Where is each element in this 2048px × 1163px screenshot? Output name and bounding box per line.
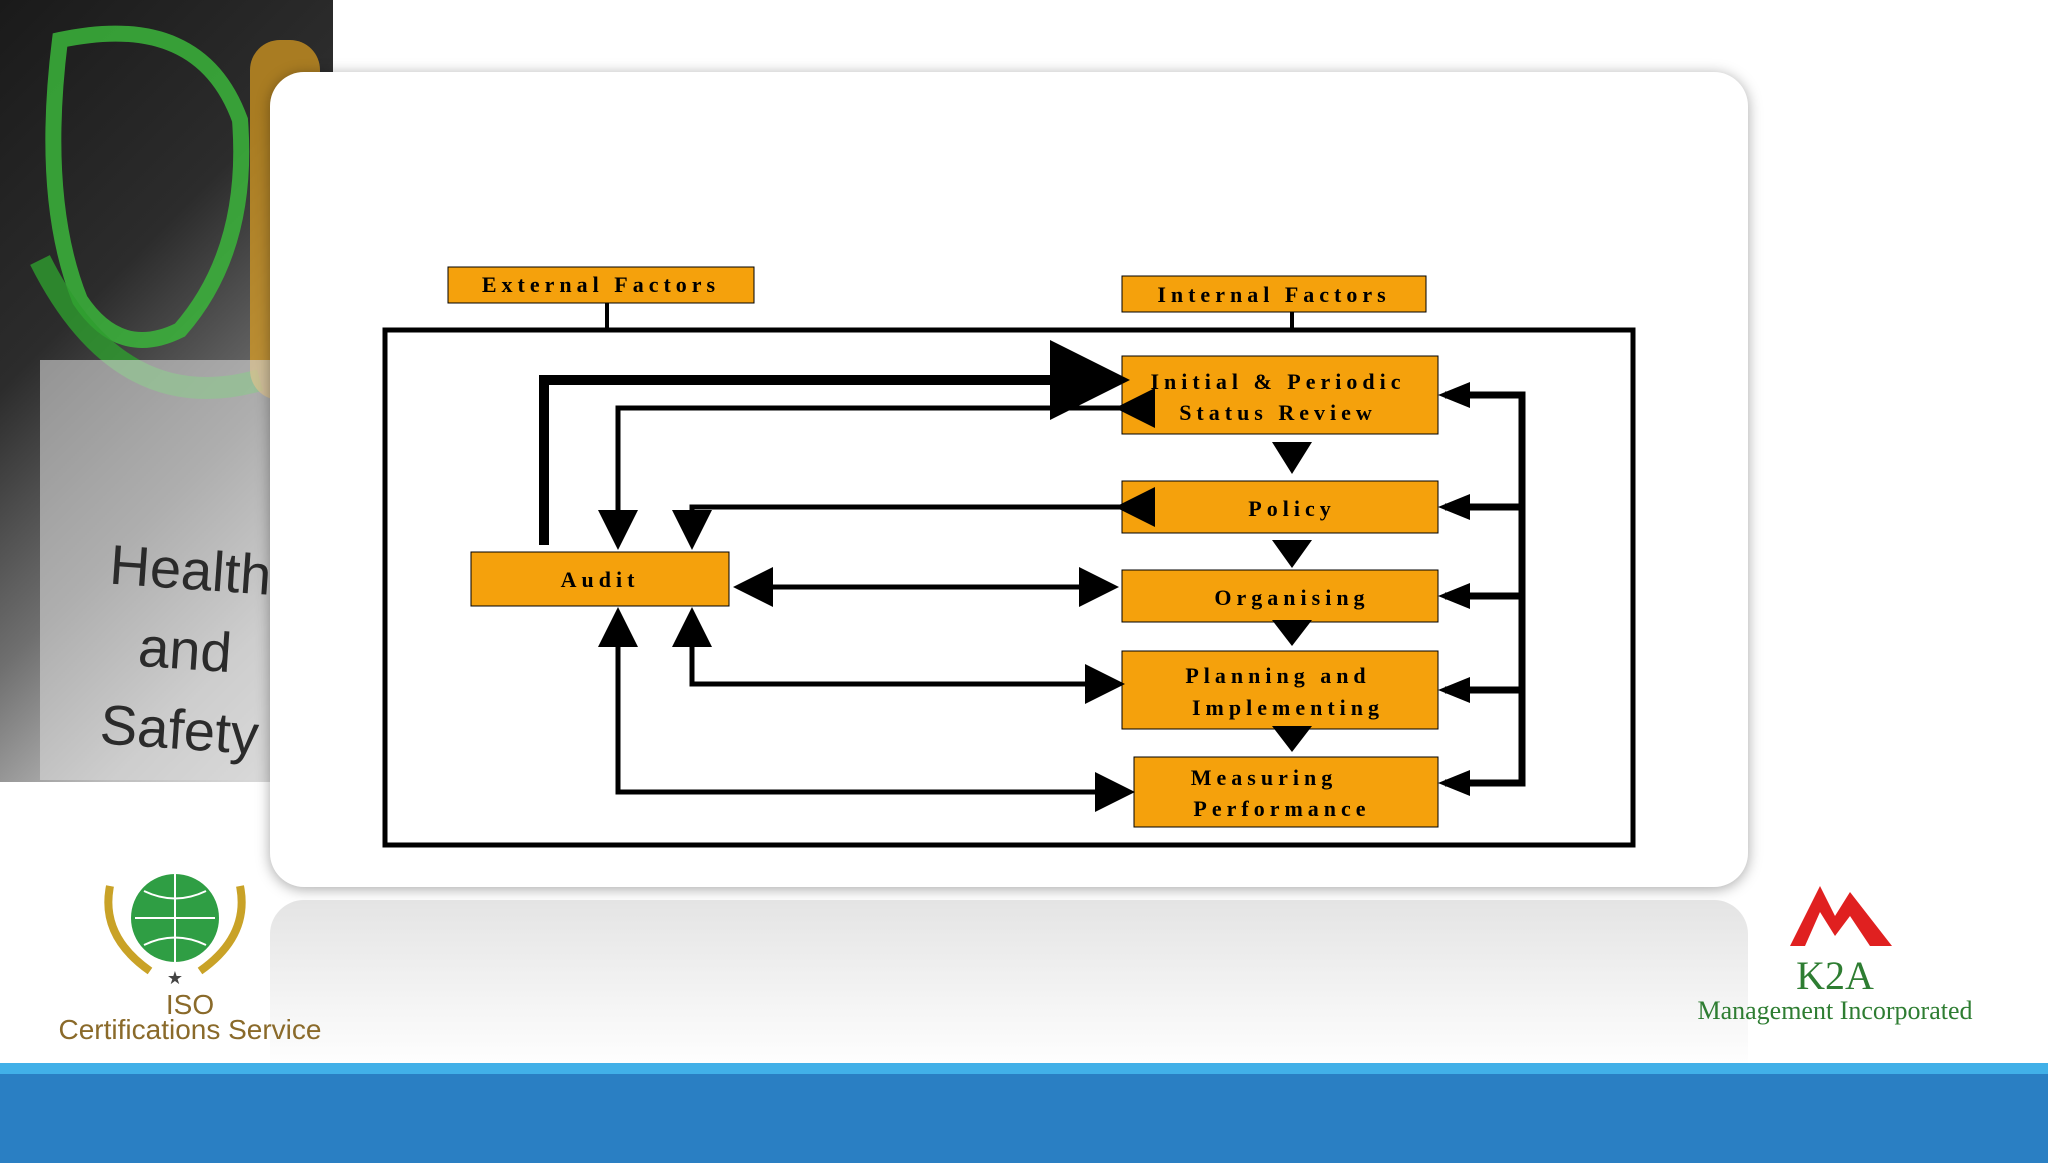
diagram-frame [382, 327, 1636, 848]
initial-review-box: Initial & Periodic Status Review [1121, 355, 1439, 435]
organising-box: Organising [1121, 569, 1439, 623]
iso-title: ISO [165, 989, 215, 1020]
footer-bar [0, 1063, 2048, 1163]
svg-text:★: ★ [167, 968, 183, 989]
mountain-logo-icon [1790, 886, 1892, 946]
flow-down-arrows [1272, 442, 1312, 752]
internal-factors-label: Internal Factors [1157, 282, 1390, 307]
iso-certifications-logo: ★ ISO Certifications Service [40, 856, 340, 1046]
planning-label-1: Planning and [1185, 663, 1370, 688]
initial-review-label-1: Initial & Periodic [1151, 369, 1406, 394]
k2a-name: K2A [1796, 953, 1874, 998]
planning-label-2: Implementing [1192, 695, 1384, 720]
audit-connectors [539, 340, 1155, 812]
globe-laurel-icon: ★ [104, 874, 246, 989]
policy-box: Policy [1121, 480, 1439, 534]
external-factors-label: External Factors [482, 272, 720, 297]
initial-review-label-2: Status Review [1179, 400, 1377, 425]
measuring-label-2: Performance [1193, 796, 1370, 821]
policy-label: Policy [1248, 496, 1335, 521]
k2a-tagline: Management Incorporated [1697, 996, 1973, 1025]
organising-label: Organising [1214, 585, 1369, 610]
internal-factors-box: Internal Factors [1121, 275, 1427, 313]
audit-label: Audit [561, 567, 640, 592]
measuring-label-1: Measuring [1191, 765, 1337, 790]
k2a-logo: K2A Management Incorporated [1670, 872, 2000, 1032]
planning-box: Planning and Implementing [1121, 650, 1439, 730]
audit-box: Audit [470, 551, 730, 607]
card-reflection [270, 900, 1748, 1070]
feedback-arrowheads [1438, 382, 1470, 796]
external-factors-box: External Factors [447, 266, 755, 304]
iso-subtitle: Certifications Service [58, 1014, 322, 1045]
measuring-box: Measuring Performance [1133, 756, 1439, 828]
